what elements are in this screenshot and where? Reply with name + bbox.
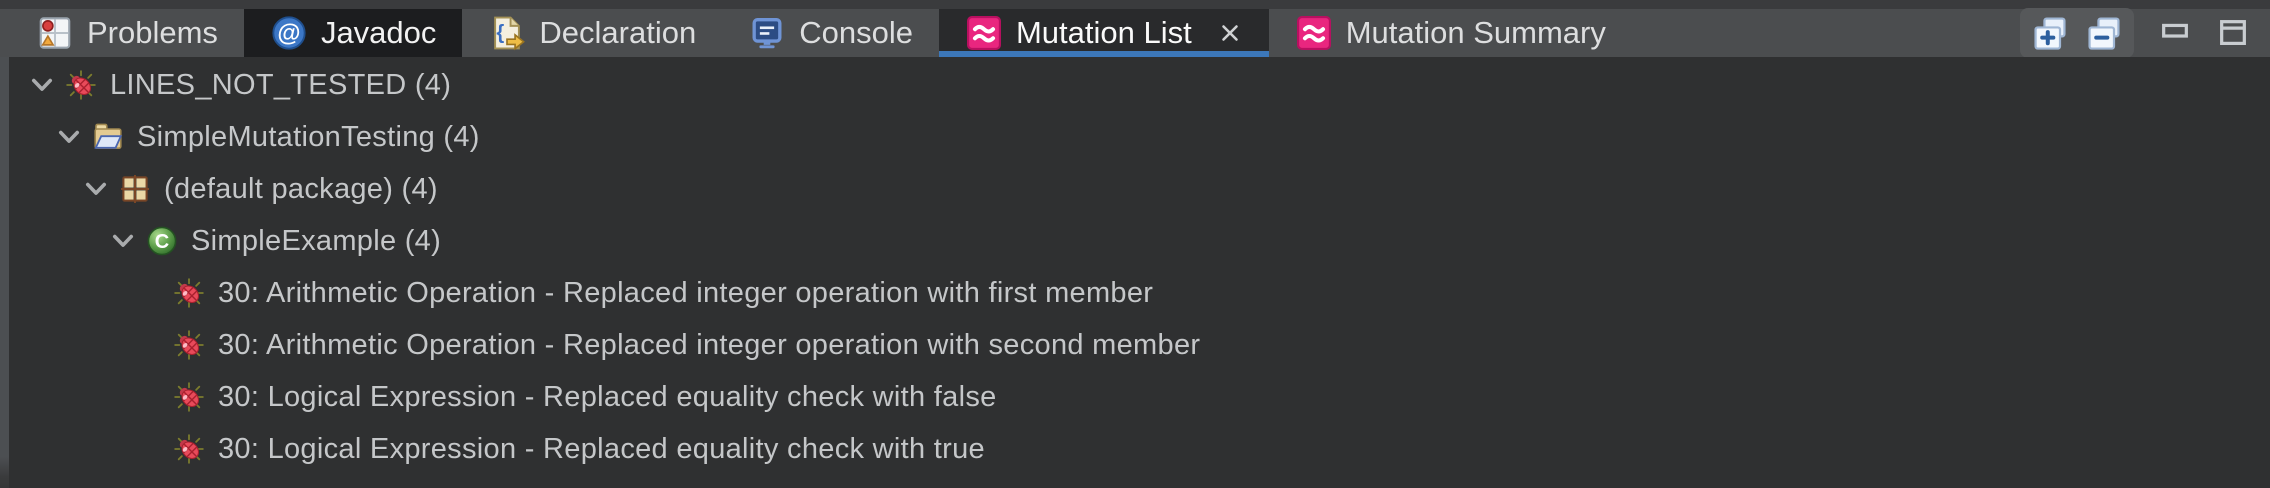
view-content: LINES_NOT_TESTED (4) SimpleMutationTestin… [0,57,2270,488]
view-toolbar [2020,8,2270,58]
svg-text:{: { [497,22,505,44]
javadoc-icon: @ [270,14,308,52]
tree-item-simplemutationtesting-4[interactable]: SimpleMutationTesting (4) [9,111,2270,163]
minimize-button[interactable] [2158,16,2192,50]
tab-label: Declaration [539,15,697,50]
maximize-button[interactable] [2216,16,2250,50]
tree-item-simpleexample-4[interactable]: C SimpleExample (4) [9,215,2270,267]
tree-item-label: (default package) (4) [164,172,438,205]
left-sash[interactable] [0,57,9,488]
window-top-edge [0,0,2270,9]
tab-problems[interactable]: Problems [10,9,244,57]
collapse-all-icon [2084,13,2124,53]
expand-all-button[interactable] [2030,13,2070,53]
chevron-down-icon[interactable] [27,70,65,100]
maximize-icon [2216,16,2250,50]
tree-item-label: LINES_NOT_TESTED (4) [110,68,452,101]
bug-icon [173,433,207,465]
close-icon[interactable] [1217,20,1243,46]
chevron-down-icon[interactable] [108,226,146,256]
svg-text:@: @ [277,20,300,47]
tab-label: Mutation Summary [1345,15,1606,50]
console-icon [748,14,786,52]
tab-console[interactable]: Console [722,9,939,57]
mutation-icon [1295,14,1333,52]
problems-icon [36,14,74,52]
tab-javadoc[interactable]: @ Javadoc [243,9,463,57]
tab-label: Problems [87,15,218,50]
tree-item-label: 30: Logical Expression - Replaced equali… [218,380,997,413]
chevron-down-icon[interactable] [81,174,119,204]
chevron-down-icon[interactable] [54,122,92,152]
tree-item-label: SimpleMutationTesting (4) [137,120,480,153]
declaration-icon: { [488,14,526,52]
view-tabs: Problems @ Javadoc { Declaration Console Mutat… [10,9,1632,57]
tree-expand-collapse-group [2020,8,2134,58]
tab-bar: Problems @ Javadoc { Declaration Console Mutat… [0,8,2270,58]
tree-item-30-arithmetic-operation-replaced-integer[interactable]: 30: Arithmetic Operation - Replaced inte… [9,319,2270,371]
bug-icon [173,277,207,309]
tree-item-label: 30: Arithmetic Operation - Replaced inte… [218,328,1201,361]
bug-icon [173,381,207,413]
minimize-icon [2158,16,2192,50]
tree-item-label: 30: Arithmetic Operation - Replaced inte… [218,276,1154,309]
tree-item-label: SimpleExample (4) [191,224,442,257]
project-folder-icon [92,121,126,153]
bug-icon [65,69,99,101]
svg-text:C: C [155,231,169,253]
tree-item-30-logical-expression-replaced-equality-[interactable]: 30: Logical Expression - Replaced equali… [9,423,2270,475]
tree-item-default-package-4[interactable]: (default package) (4) [9,163,2270,215]
class-icon: C [146,225,180,257]
tree-item-30-arithmetic-operation-replaced-integer[interactable]: 30: Arithmetic Operation - Replaced inte… [9,267,2270,319]
mutation-icon [965,14,1003,52]
tree-item-label: 30: Logical Expression - Replaced equali… [218,432,985,465]
mutation-tree: LINES_NOT_TESTED (4) SimpleMutationTestin… [9,57,2270,488]
expand-all-icon [2030,13,2070,53]
tree-item-lines-not-tested-4[interactable]: LINES_NOT_TESTED (4) [9,59,2270,111]
collapse-all-button[interactable] [2084,13,2124,53]
tab-label: Javadoc [320,15,437,50]
tab-label: Console [799,15,913,50]
package-icon [119,173,153,205]
tab-mutation-summary[interactable]: Mutation Summary [1269,9,1632,57]
tab-label: Mutation List [1015,15,1192,50]
tab-mutation-list[interactable]: Mutation List [938,9,1269,57]
bug-icon [173,329,207,361]
tree-item-30-logical-expression-replaced-equality-[interactable]: 30: Logical Expression - Replaced equali… [9,371,2270,423]
tab-declaration[interactable]: { Declaration [462,9,722,57]
